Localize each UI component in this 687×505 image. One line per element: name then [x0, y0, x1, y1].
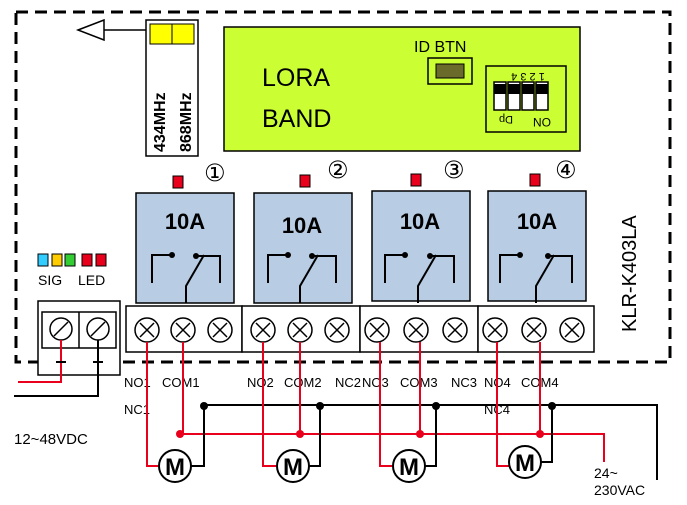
relay-led: [172, 175, 184, 189]
ac-load-wires: [146, 342, 658, 480]
relay-led: [299, 174, 311, 188]
relay-index: ④: [555, 157, 577, 184]
dip-on-label: ON: [533, 115, 551, 129]
nc2-label: NC2: [335, 375, 361, 390]
relay-rating: 10A: [165, 209, 205, 234]
lora-line2: BAND: [262, 105, 331, 133]
model-label: KLR-K403LA: [619, 215, 641, 332]
freq-434-label: 434MHz: [152, 92, 169, 152]
motor-4: M: [508, 445, 542, 479]
dc-voltage-label: 12~48VDC: [14, 431, 88, 448]
no3-label: NO3: [362, 375, 389, 390]
frequency-module: 434MHz 868MHz: [145, 19, 199, 157]
relay-led: [529, 173, 541, 187]
freq-868-label: 868MHz: [178, 92, 195, 152]
lora-line1: LORA: [262, 64, 330, 92]
motor-label: M: [399, 454, 419, 481]
relay-rating: 10A: [517, 209, 557, 234]
com1-label: COM1: [162, 375, 200, 390]
relay-rating: 10A: [282, 213, 322, 238]
wire-junctions: [176, 402, 556, 438]
nc1-label: NC1: [124, 402, 150, 417]
motor-label: M: [515, 450, 535, 477]
dc-supply-wires: [14, 340, 103, 397]
motor-2: M: [276, 449, 310, 483]
relay-index: ③: [443, 157, 465, 184]
relay-led: [410, 173, 422, 187]
dip-dp-label: Dp: [499, 113, 513, 125]
no1-label: NO1: [124, 375, 151, 390]
relay-rating: 10A: [400, 209, 440, 234]
terminal-labels: NO1 COM1 NC1 NO2 COM2 NC2 NO3 COM3 NC3 N…: [124, 375, 559, 417]
com3-label: COM3: [400, 375, 438, 390]
motor-3: M: [392, 449, 426, 483]
relay-4: ④ 10A: [477, 157, 595, 353]
relay-terminal-block: [477, 305, 595, 353]
id-btn-label: ID BTN: [414, 39, 466, 56]
dip-switch[interactable]: 1 2 3 4 Dp ON: [485, 65, 567, 133]
antenna-icon: [75, 18, 150, 42]
board-outline: [14, 10, 672, 364]
relay-index: ①: [204, 160, 226, 187]
indicator-leds: SIG LED: [37, 253, 107, 288]
no2-label: NO2: [247, 375, 274, 390]
relay-3: ③ 10A: [359, 157, 479, 353]
motor-label: M: [283, 454, 303, 481]
led-label: LED: [78, 272, 105, 288]
relay-switch-symbol: [267, 254, 337, 303]
power-terminal: [37, 300, 121, 376]
com2-label: COM2: [284, 375, 322, 390]
ac-voltage-line2: 230VAC: [594, 482, 645, 498]
relay-1: ① 10A: [125, 160, 243, 353]
lora-panel: LORA BAND ID BTN 1 2 3 4 Dp ON: [223, 26, 581, 152]
relay-switch-symbol: [499, 254, 573, 303]
relay-2: ② 10A: [241, 157, 361, 353]
ac-voltage-line1: 24~: [594, 465, 618, 481]
relay-switch-symbol: [151, 254, 221, 303]
motor-label: M: [165, 454, 185, 481]
relay-switch-symbol: [384, 254, 455, 303]
nc3-label: NC3: [451, 375, 477, 390]
dip-numbers: 1 2 3 4: [511, 70, 545, 82]
relay-index: ②: [327, 157, 349, 184]
sig-label: SIG: [38, 272, 62, 288]
motor-1: M: [158, 449, 192, 483]
